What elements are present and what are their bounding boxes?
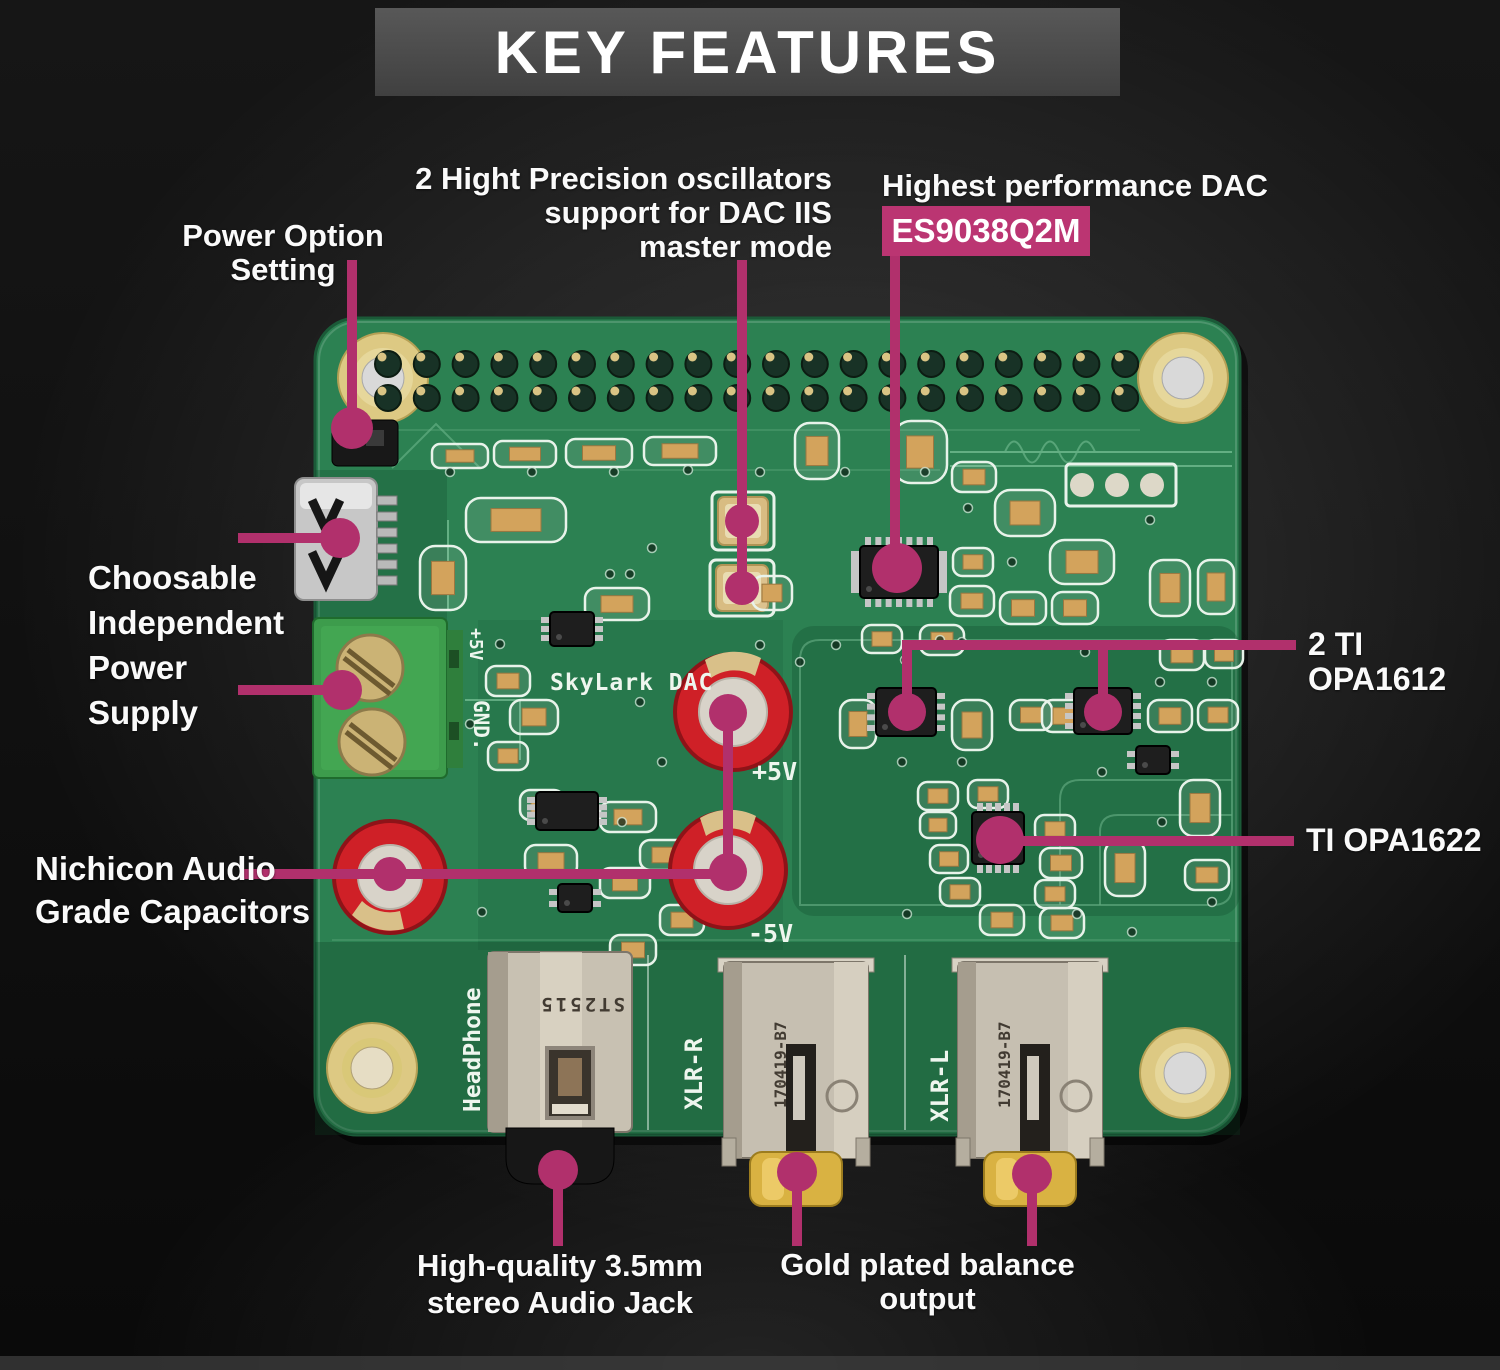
balance-output-text: Gold plated balance output [780, 1247, 1075, 1317]
silkscreen-lines [647, 955, 906, 1130]
marking-xlr-l-jack: 170419-B7 [995, 1021, 1014, 1108]
gpio-pin-header [374, 350, 1140, 412]
bottom-sheen [0, 1356, 1500, 1370]
mounting-hole-bottom-left [326, 1022, 418, 1114]
sot23-chip-1 [541, 611, 603, 647]
power-supply-line3: Power [88, 648, 188, 686]
callout-dot-oscillator-1 [725, 504, 759, 538]
capacitors-line2: Grade Capacitors [35, 892, 311, 930]
silkscreen-xlr-r: XLR-R [680, 1037, 708, 1110]
headphone-jack [487, 951, 633, 1185]
usb-power-connector [294, 477, 398, 601]
callout-dot-xlr-l [1012, 1154, 1052, 1194]
silkscreen-gnd: GND. [469, 700, 493, 751]
callout-dot-xlr-r [777, 1152, 817, 1192]
callout-dots [320, 407, 1122, 1194]
pcb-board: SkyLark DAC +5V -5V +5V GND. HeadPhone X… [294, 316, 1245, 1207]
callout-dot-capacitor-pos [709, 694, 747, 732]
callout-dot-terminal [322, 670, 362, 710]
callout-dot-jumper [331, 407, 373, 449]
smd-components [418, 419, 1245, 967]
audio-jack-line2: stereo Audio Jack [427, 1284, 693, 1320]
dac-chip-badge: ES9038Q2M [882, 206, 1090, 256]
via-dots [444, 464, 1218, 938]
power-supply-line1: Choosable [88, 559, 257, 596]
callout-dot-oscillator-2 [725, 571, 759, 605]
xlr-r-jack [717, 957, 875, 1207]
silkscreen-xlr-l: XLR-L [926, 1050, 954, 1122]
callout-audio-jack: High-quality 3.5mm stereo Audio Jack [395, 1248, 725, 1321]
sot23-chip-3 [549, 883, 601, 913]
callout-power-option: Power Option Setting [133, 218, 433, 288]
callout-balance-output: Gold plated balance output [740, 1247, 1115, 1317]
dac-text: Highest performance DAC [882, 168, 1268, 203]
sot23-chip-2 [1127, 745, 1179, 775]
opa1622-text: TI OPA1622 [1306, 822, 1482, 858]
power-supply-line2: Independent [88, 603, 285, 641]
marking-xlr-r-jack: 170419-B7 [771, 1021, 790, 1108]
header-banner: KEY FEATURES [375, 8, 1120, 96]
callout-opa1612: 2 TI OPA1612 [1308, 626, 1500, 698]
callout-line-capacitors [240, 714, 733, 879]
opa1612-text: 2 TI OPA1612 [1308, 626, 1447, 698]
callout-capacitors: Nichicon Audio Grade Capacitors [35, 848, 310, 934]
oscillators-line3: master mode [639, 228, 832, 264]
silkscreen-board-name: SkyLark DAC [550, 670, 713, 696]
callout-power-supply: Choosable Independent Power Supply [88, 556, 284, 736]
callout-dot-usb [320, 518, 360, 558]
power-option-text: Power Option Setting [182, 218, 384, 288]
callout-dot-dac [872, 543, 922, 593]
callout-dac: Highest performance DAC [882, 168, 1268, 203]
mounting-hole-top-right [1137, 332, 1229, 424]
callout-dot-capacitor-neg [709, 853, 747, 891]
audio-jack-line1: High-quality 3.5mm [417, 1248, 703, 1283]
solder-pads [1064, 462, 1178, 508]
silkscreen-plus5v: +5V [752, 757, 797, 786]
mounting-hole-bottom-right [1139, 1027, 1231, 1119]
power-supply-line4: Supply [88, 693, 199, 731]
xlr-l-jack [951, 957, 1109, 1207]
pcb-traces [332, 422, 1233, 941]
callout-dot-opa1612-1 [888, 693, 926, 731]
soic8-chip [527, 791, 607, 831]
callout-dot-opa1612-2 [1084, 693, 1122, 731]
callout-opa1622: TI OPA1622 [1306, 822, 1482, 858]
callout-dot-capacitor-left [373, 857, 407, 891]
dac-chip-name: ES9038Q2M [891, 212, 1081, 249]
capacitors-line1: Nichicon Audio [35, 850, 276, 887]
oscillators-line2: support for DAC IIS [544, 194, 832, 230]
page-title: KEY FEATURES [494, 18, 1001, 86]
silkscreen-minus5v: -5V [748, 919, 793, 948]
usb-pins [376, 495, 398, 586]
silkscreen-power-in: +5V [465, 628, 486, 661]
oscillators-line1: 2 Hight Precision oscillators [415, 161, 832, 196]
callout-dot-headphone [538, 1150, 578, 1190]
marking-headphone-jack: ST2515 [538, 993, 625, 1015]
silkscreen-headphone: HeadPhone [460, 987, 486, 1112]
callout-dot-opa1622 [976, 816, 1024, 864]
callout-oscillators: 2 Hight Precision oscillators support fo… [415, 162, 832, 263]
